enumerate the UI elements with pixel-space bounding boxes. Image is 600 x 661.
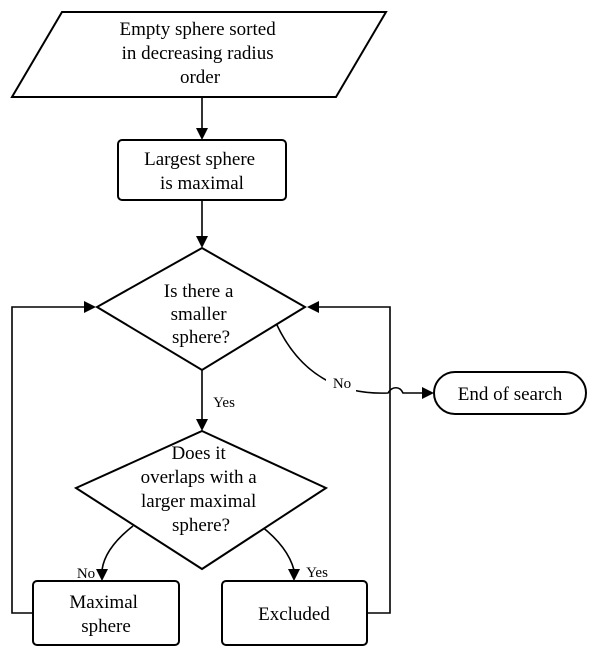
- start-node-line-3: order: [180, 67, 221, 88]
- yes-to-excluded-label: Yes: [306, 565, 328, 581]
- smaller-decision-line-1: Is there a: [164, 281, 234, 302]
- overlap-decision-line-3: larger maximal: [141, 491, 256, 512]
- smaller-decision-shape: [95, 246, 307, 372]
- arrowhead-excluded-loop: [307, 301, 319, 313]
- overlap-decision-shape: [73, 429, 329, 571]
- arrowhead-maximal-loop: [84, 301, 96, 313]
- maximal-node-line-2: sphere: [81, 616, 131, 637]
- maximal-node-shape: [32, 580, 180, 646]
- largest-node-shape: [117, 139, 287, 201]
- arrowhead-start-to-largest: [196, 128, 208, 140]
- excluded-node-shape: [221, 580, 368, 646]
- overlap-decision-label: Does it overlaps with a larger maximal s…: [141, 443, 262, 536]
- excluded-node-label: Excluded: [258, 604, 330, 625]
- start-node-label: Empty sphere sorted in decreasing radius…: [120, 19, 281, 88]
- overlap-decision-line-1: Does it: [171, 443, 226, 464]
- largest-node-line-1: Largest sphere: [144, 149, 255, 170]
- nodes: Empty sphere sorted in decreasing radius…: [10, 11, 587, 646]
- overlap-decision-line-2: overlaps with a: [141, 467, 258, 488]
- largest-node-line-2: is maximal: [160, 173, 244, 194]
- maximal-node-line-1: Maximal: [69, 592, 138, 613]
- maximal-node-label: Maximal sphere: [69, 592, 142, 637]
- largest-node-label: Largest sphere is maximal: [144, 149, 260, 194]
- end-node-label: End of search: [458, 384, 563, 405]
- edge-labels: No Yes No Yes: [77, 374, 356, 582]
- excluded-node-line-1: Excluded: [258, 604, 330, 625]
- yes-to-overlap-label: Yes: [213, 395, 235, 411]
- smaller-decision-line-2: smaller: [171, 304, 228, 325]
- start-node-line-1: Empty sphere sorted: [120, 19, 277, 40]
- overlap-decision-line-4: sphere?: [172, 515, 230, 536]
- end-node-shape: [433, 371, 587, 415]
- edges: [11, 97, 434, 614]
- smaller-decision-label: Is there a smaller sphere?: [164, 281, 238, 348]
- no-to-end-label-bg: [326, 374, 356, 392]
- end-node-line-1: End of search: [458, 384, 563, 405]
- arrowhead-overlap-to-excluded: [288, 569, 300, 581]
- edge-smaller-to-end: [275, 322, 423, 394]
- arrowhead-overlap-to-maximal: [96, 569, 108, 581]
- edge-excluded-loop: [318, 306, 391, 614]
- no-to-end-label: No: [333, 376, 351, 392]
- edge-maximal-loop: [11, 306, 85, 614]
- start-node-line-2: in decreasing radius: [122, 43, 274, 64]
- edge-overlap-to-excluded: [260, 525, 295, 571]
- start-node-shape: [10, 11, 388, 98]
- arrowhead-smaller-to-end: [422, 387, 434, 399]
- smaller-decision-line-3: sphere?: [172, 327, 230, 348]
- edge-overlap-to-maximal: [101, 525, 134, 571]
- no-to-maximal-label: No: [77, 566, 95, 582]
- arrowhead-largest-to-smaller: [196, 236, 208, 248]
- arrowhead-smaller-to-overlap: [196, 419, 208, 431]
